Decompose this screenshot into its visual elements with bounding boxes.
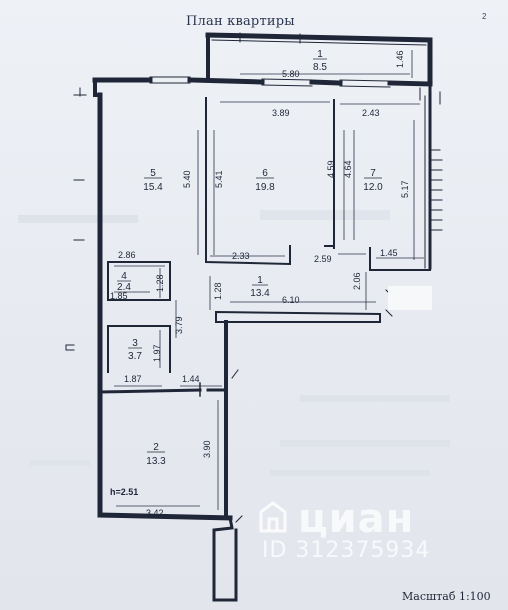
dimension-label: 2.43	[362, 108, 380, 118]
dimension-label: 2.33	[232, 251, 250, 261]
dimension-label: 1.45	[380, 248, 398, 258]
room-area: 13.4	[250, 288, 270, 299]
dimension-label: 1.46	[395, 50, 405, 68]
room-area: 3.7	[128, 351, 142, 362]
redaction-patch	[388, 286, 432, 310]
room-number: 2	[153, 442, 159, 453]
dimension-label: 4.59	[326, 160, 336, 178]
dimension-label: 3.79	[174, 316, 184, 334]
ceiling-height: h=2.51	[110, 487, 138, 497]
room-area: 13.3	[146, 456, 166, 467]
room-number: 1	[257, 275, 263, 286]
scale-label: Масштаб 1:100	[402, 590, 491, 603]
dimension-label: 3.90	[202, 440, 212, 458]
show-through-marks	[18, 210, 450, 476]
dimension-label: 5.40	[182, 170, 192, 188]
dimension-label: 1.97	[152, 344, 162, 362]
room-number: 7	[370, 168, 376, 179]
dimension-label: 1.44	[182, 374, 200, 384]
dimension-label: 2.06	[352, 272, 362, 290]
dimension-label: 2.86	[118, 250, 136, 260]
room-number: 5	[150, 168, 156, 179]
plan-title: План квартиры	[186, 14, 295, 29]
dimension-label: 1.85	[110, 291, 128, 301]
watermark-listing-id: ID 312375934	[262, 538, 431, 563]
watermark-brand: циан	[298, 496, 415, 542]
page-number: 2	[482, 12, 487, 21]
dimension-label: 5.41	[214, 170, 224, 188]
dimension-label: 1.28	[155, 274, 165, 292]
room-area: 8.5	[313, 62, 327, 73]
dimension-label: 6.10	[282, 295, 300, 305]
dimension-label: 1.87	[124, 374, 142, 384]
dimension-label: 5.80	[282, 69, 300, 79]
dimension-label: 3.42	[146, 508, 164, 518]
walls	[65, 32, 443, 602]
dimension-label: 4.64	[343, 160, 353, 178]
room-area: 19.8	[255, 182, 275, 193]
dimension-lines	[114, 50, 424, 510]
dimension-label: 5.17	[400, 180, 410, 198]
room-area: 15.4	[143, 182, 163, 193]
room-area: 12.0	[363, 182, 383, 193]
cian-logo-icon	[259, 501, 287, 533]
room-number: 3	[132, 338, 138, 349]
room-labels: 1 8.5 1 13.4 2 13.3 3 3.7 4 2.4 5 15.4 6…	[117, 49, 383, 467]
room-number: 4	[121, 271, 127, 282]
dimension-labels: 5.80 1.46 3.89 2.43 5.40 5.41 4.59 4.64 …	[110, 50, 410, 518]
room-number: 1	[317, 49, 323, 60]
room-area: 2.4	[117, 282, 131, 293]
room-number: 6	[262, 168, 268, 179]
dimension-label: 1.28	[213, 282, 223, 300]
dimension-label: 2.59	[314, 254, 332, 264]
dimension-label: 3.89	[272, 108, 290, 118]
